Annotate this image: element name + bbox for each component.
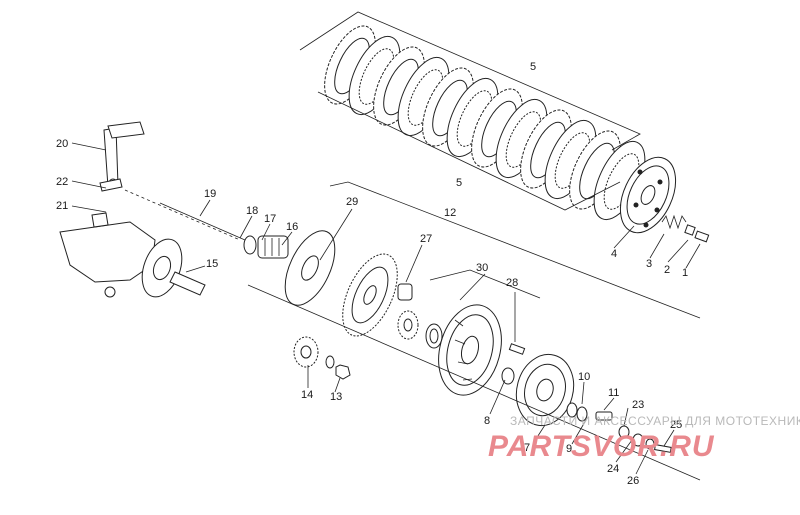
needle-bearing: [243, 235, 289, 259]
clutch-hub: [501, 353, 575, 427]
clutch-housing: [438, 304, 502, 396]
callout-20: 20: [56, 138, 68, 150]
callout-1: 1: [682, 267, 688, 279]
callout-16: 16: [286, 221, 298, 233]
callout-labels: 1 2 3 4 5 5 7 8 9 10 11 12 13 14 15 16 1…: [56, 61, 688, 487]
callout-27: 27: [420, 233, 432, 245]
clutch-plates-stack: [324, 25, 646, 220]
callout-5-top: 5: [530, 61, 536, 73]
callout-14: 14: [301, 389, 313, 401]
watermark-text: ЗАПЧАСТИ И АКСЕССУАРЫ ДЛЯ МОТОТЕХНИКИ: [510, 414, 800, 428]
watermark: ЗАПЧАСТИ И АКСЕССУАРЫ ДЛЯ МОТОТЕХНИКИ PA…: [488, 414, 800, 463]
watermark-logo: PARTSVOR.RU: [488, 430, 715, 463]
callout-24: 24: [607, 463, 619, 475]
callout-5-bottom: 5: [456, 177, 462, 189]
pushrod: [124, 189, 246, 241]
callout-11: 11: [608, 387, 619, 399]
callout-2: 2: [664, 264, 670, 276]
primary-driven-gear: [342, 253, 398, 337]
primary-gear-shaft: [141, 238, 206, 298]
callout-28: 28: [506, 277, 518, 289]
callout-30: 30: [476, 262, 488, 274]
callout-10: 10: [578, 371, 590, 383]
callout-9: 9: [566, 443, 572, 455]
callout-17: 17: [264, 213, 276, 225]
clutch-plate: [373, 46, 425, 126]
thrust-plate: [284, 230, 336, 306]
callout-19: 19: [204, 188, 216, 200]
callout-3: 3: [646, 258, 652, 270]
callout-29: 29: [346, 196, 358, 208]
bush: [397, 283, 413, 301]
callout-12: 12: [444, 207, 456, 219]
clutch-plate: [593, 141, 646, 220]
clutch-plate: [397, 57, 450, 136]
callout-21: 21: [56, 200, 68, 212]
clutch-plate: [324, 25, 376, 105]
callout-22: 22: [56, 176, 68, 188]
release-lever: [99, 121, 145, 192]
leader-lines: [71, 142, 701, 475]
callout-26: 26: [627, 475, 639, 487]
small-drive-gear: [293, 336, 351, 380]
callout-8: 8: [484, 415, 490, 427]
callout-4: 4: [611, 248, 617, 260]
callout-25: 25: [670, 419, 682, 431]
callout-13: 13: [330, 391, 342, 403]
pressure-plate: [619, 156, 677, 234]
callout-23: 23: [632, 399, 644, 411]
spring-and-bolt: [661, 214, 710, 243]
crankcase-cover: [59, 212, 156, 298]
callout-15: 15: [206, 258, 218, 270]
callout-7: 7: [524, 442, 530, 454]
callout-18: 18: [246, 205, 258, 217]
intermediate-gear: [397, 310, 443, 349]
bolt: [508, 343, 526, 355]
washers-and-nut: [566, 402, 672, 453]
